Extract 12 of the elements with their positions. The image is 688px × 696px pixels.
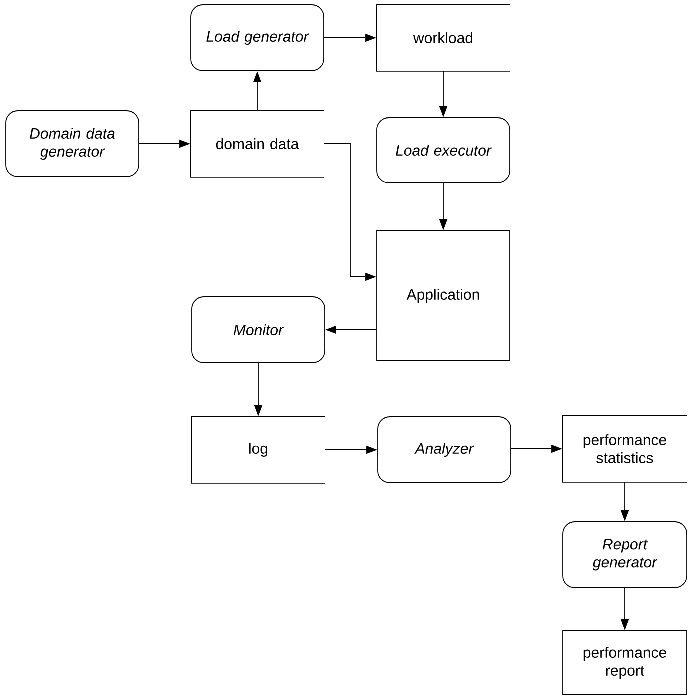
process-box: Domain data generator xyxy=(6,110,140,178)
process-box: Analyzer xyxy=(378,416,512,484)
process-box: Monitor xyxy=(192,296,326,364)
data-store: performance statistics xyxy=(562,415,688,483)
data-store: log xyxy=(191,416,326,484)
process-box: Load generator xyxy=(190,4,324,72)
process-box: Application xyxy=(376,230,510,362)
process-box: Load executor xyxy=(376,118,510,184)
data-store: domain data xyxy=(190,110,325,178)
process-box: performance report xyxy=(562,630,688,696)
data-store: workload xyxy=(376,4,511,72)
process-box: Report generator xyxy=(562,522,688,588)
